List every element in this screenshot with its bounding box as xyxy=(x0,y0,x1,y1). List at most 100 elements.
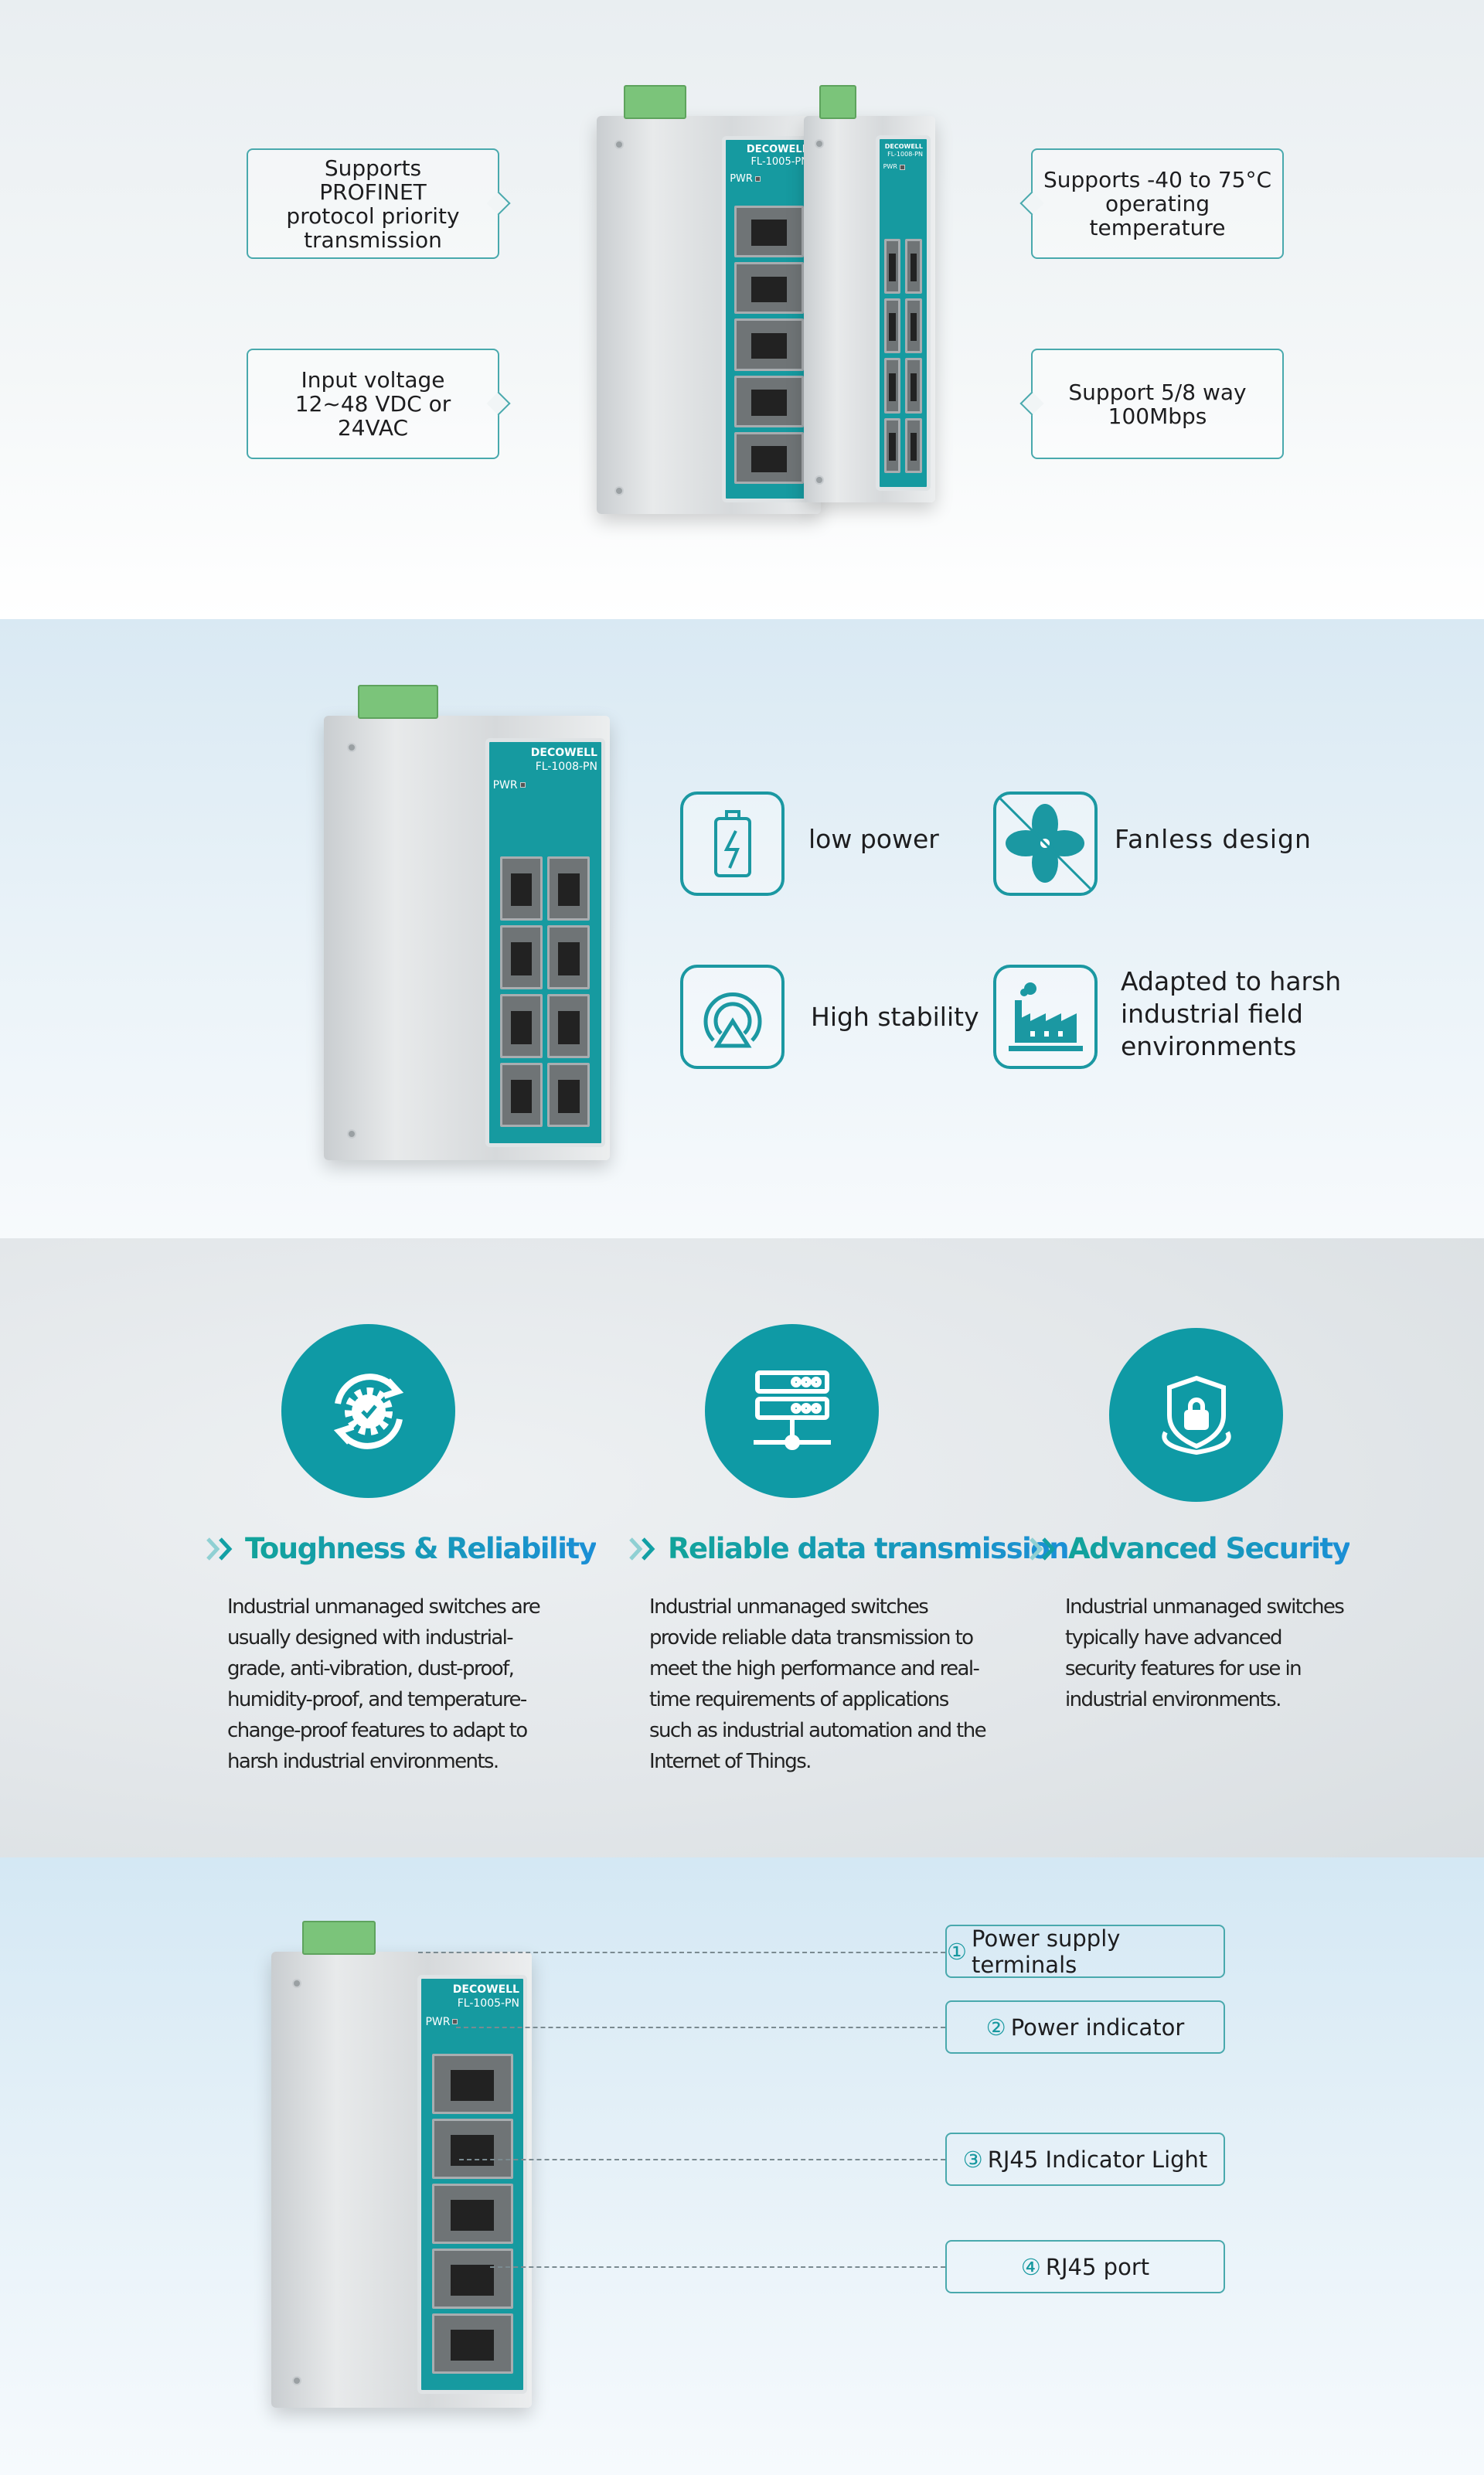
advantages-section: Toughness & Reliability Reliable data tr… xyxy=(0,1238,1484,1857)
advantage-body: Industrial unmanaged switches typically … xyxy=(1065,1595,1345,1711)
model-number: FL-1005-PN xyxy=(457,1997,519,2010)
label-text: RJ45 Indicator Light xyxy=(987,2146,1208,2173)
rj45-port xyxy=(500,856,543,921)
feature-label: low power xyxy=(808,824,939,854)
feature-label: Fanless design xyxy=(1115,824,1312,854)
model-number: FL-1008-PN xyxy=(535,760,597,773)
rj45-port xyxy=(547,924,591,989)
label-text: Power supply terminals xyxy=(972,1925,1121,1978)
double-chevron-icon xyxy=(1030,1537,1056,1561)
number-badge: ① xyxy=(947,1938,967,1965)
callout-voltage: Input voltage 12~48 VDC or 24VAC xyxy=(247,349,511,459)
power-indicator: PWR xyxy=(730,173,761,186)
brand-logo: DECOWELL xyxy=(530,746,597,759)
rj45-port xyxy=(883,417,901,473)
port-grid xyxy=(883,238,922,473)
rj45-port xyxy=(547,993,591,1058)
callout-pointer xyxy=(486,391,511,416)
leader-line xyxy=(456,2027,945,2028)
pwr-label: PWR xyxy=(883,163,897,170)
port-grid xyxy=(500,856,591,1127)
brand-logo: DECOWELL xyxy=(746,143,808,155)
callout-pointer xyxy=(1019,391,1044,416)
rj45-port xyxy=(883,358,901,414)
leader-line xyxy=(490,2266,945,2268)
power-terminal-block xyxy=(358,685,438,719)
title-text: Toughness & Reliability xyxy=(245,1532,597,1565)
model-number: FL-1008-PN xyxy=(887,151,923,158)
number-badge: ② xyxy=(985,2014,1006,2041)
rj45-port xyxy=(431,2119,513,2180)
label-text: Power indicator xyxy=(1010,2014,1185,2041)
screw xyxy=(614,139,625,149)
server-network-icon xyxy=(705,1324,879,1498)
stability-icon xyxy=(680,965,785,1069)
rj45-port xyxy=(547,856,591,921)
advantage-title: Advanced Security xyxy=(1028,1532,1351,1565)
double-chevron-icon xyxy=(629,1537,655,1561)
screw xyxy=(346,1129,356,1139)
port-grid xyxy=(734,206,804,484)
power-indicator: PWR xyxy=(883,163,905,171)
rj45-port xyxy=(905,358,922,414)
rj45-port xyxy=(431,2184,513,2245)
callout-text: Support 5/8 way 100Mbps xyxy=(1068,379,1247,429)
no-fan-icon xyxy=(993,792,1098,896)
rj45-port xyxy=(905,238,922,294)
title-text: Advanced Security xyxy=(1068,1532,1351,1565)
pwr-label: PWR xyxy=(425,2015,451,2028)
screw xyxy=(814,475,824,485)
rj45-port xyxy=(905,417,922,473)
factory-icon xyxy=(993,965,1098,1069)
feature-label: High stability xyxy=(811,1002,979,1032)
rj45-port xyxy=(905,298,922,354)
callout-ports: Support 5/8 way 100Mbps xyxy=(1019,349,1284,459)
power-terminal-block xyxy=(623,85,686,119)
label-text: RJ45 port xyxy=(1045,2253,1150,2280)
callout-profinet: Supports PROFINET protocol priority tran… xyxy=(247,148,511,259)
screw xyxy=(291,2375,301,2385)
double-chevron-icon xyxy=(206,1537,233,1561)
battery-bolt-icon xyxy=(680,792,785,896)
advantage-body: Industrial unmanaged switches provide re… xyxy=(649,1595,987,1773)
rj45-port xyxy=(500,993,543,1058)
pwr-label: PWR xyxy=(730,172,753,185)
model-number: FL-1005-PN xyxy=(751,155,808,168)
shield-lock-icon xyxy=(1109,1328,1283,1502)
rj45-port xyxy=(500,1062,543,1127)
screw xyxy=(346,742,356,752)
callout-text: Supports PROFINET protocol priority tran… xyxy=(286,155,460,253)
number-badge: ③ xyxy=(962,2146,983,2173)
callout-temperature: Supports -40 to 75°C operating temperatu… xyxy=(1019,148,1284,259)
screw xyxy=(614,485,625,495)
rj45-port xyxy=(734,206,804,258)
rj45-port xyxy=(431,2249,513,2310)
brand-logo: DECOWELL xyxy=(884,143,923,150)
screw xyxy=(814,139,824,148)
title-text: Reliable data transmission xyxy=(668,1532,1070,1565)
power-indicator: PWR xyxy=(493,778,526,792)
advantage-title: Reliable data transmission xyxy=(628,1532,1070,1565)
power-terminal-block xyxy=(302,1921,376,1955)
rj45-port xyxy=(500,924,543,989)
pwr-label: PWR xyxy=(492,778,518,792)
rj45-port xyxy=(883,298,901,354)
leader-line xyxy=(459,2159,945,2160)
rj45-port xyxy=(734,262,804,315)
rj45-port xyxy=(734,375,804,427)
